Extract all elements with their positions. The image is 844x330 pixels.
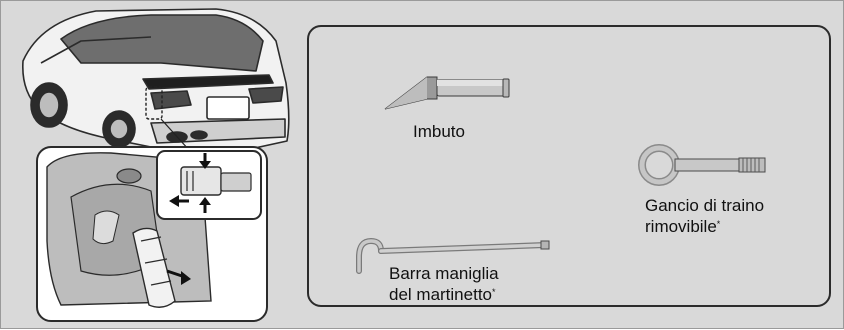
jack-handle-label-line1: Barra maniglia xyxy=(389,264,499,283)
jack-handle-label: Barra maniglia del martinetto* xyxy=(389,263,499,305)
funnel-icon xyxy=(384,76,510,110)
tow-hook-label: Gancio di traino rimovibile* xyxy=(645,195,764,237)
tow-hook-asterisk: * xyxy=(716,219,721,229)
jack-handle-bar-icon xyxy=(356,237,550,274)
tow-hook-icon xyxy=(638,144,766,186)
highlight-marker xyxy=(145,86,163,120)
funnel-label: Imbuto xyxy=(413,122,465,141)
strap-buckle-detail xyxy=(156,150,262,220)
tow-hook-label-line2: rimovibile xyxy=(645,217,717,236)
jack-handle-asterisk: * xyxy=(492,287,496,297)
tools-panel: Imbuto Gancio di traino rimovibile* Barr… xyxy=(307,25,831,307)
jack-handle-label-line2: del martinetto xyxy=(389,285,492,304)
car-rear-illustration xyxy=(22,8,290,322)
tow-hook-label-line1: Gancio di traino xyxy=(645,196,765,215)
car-body xyxy=(22,8,290,152)
